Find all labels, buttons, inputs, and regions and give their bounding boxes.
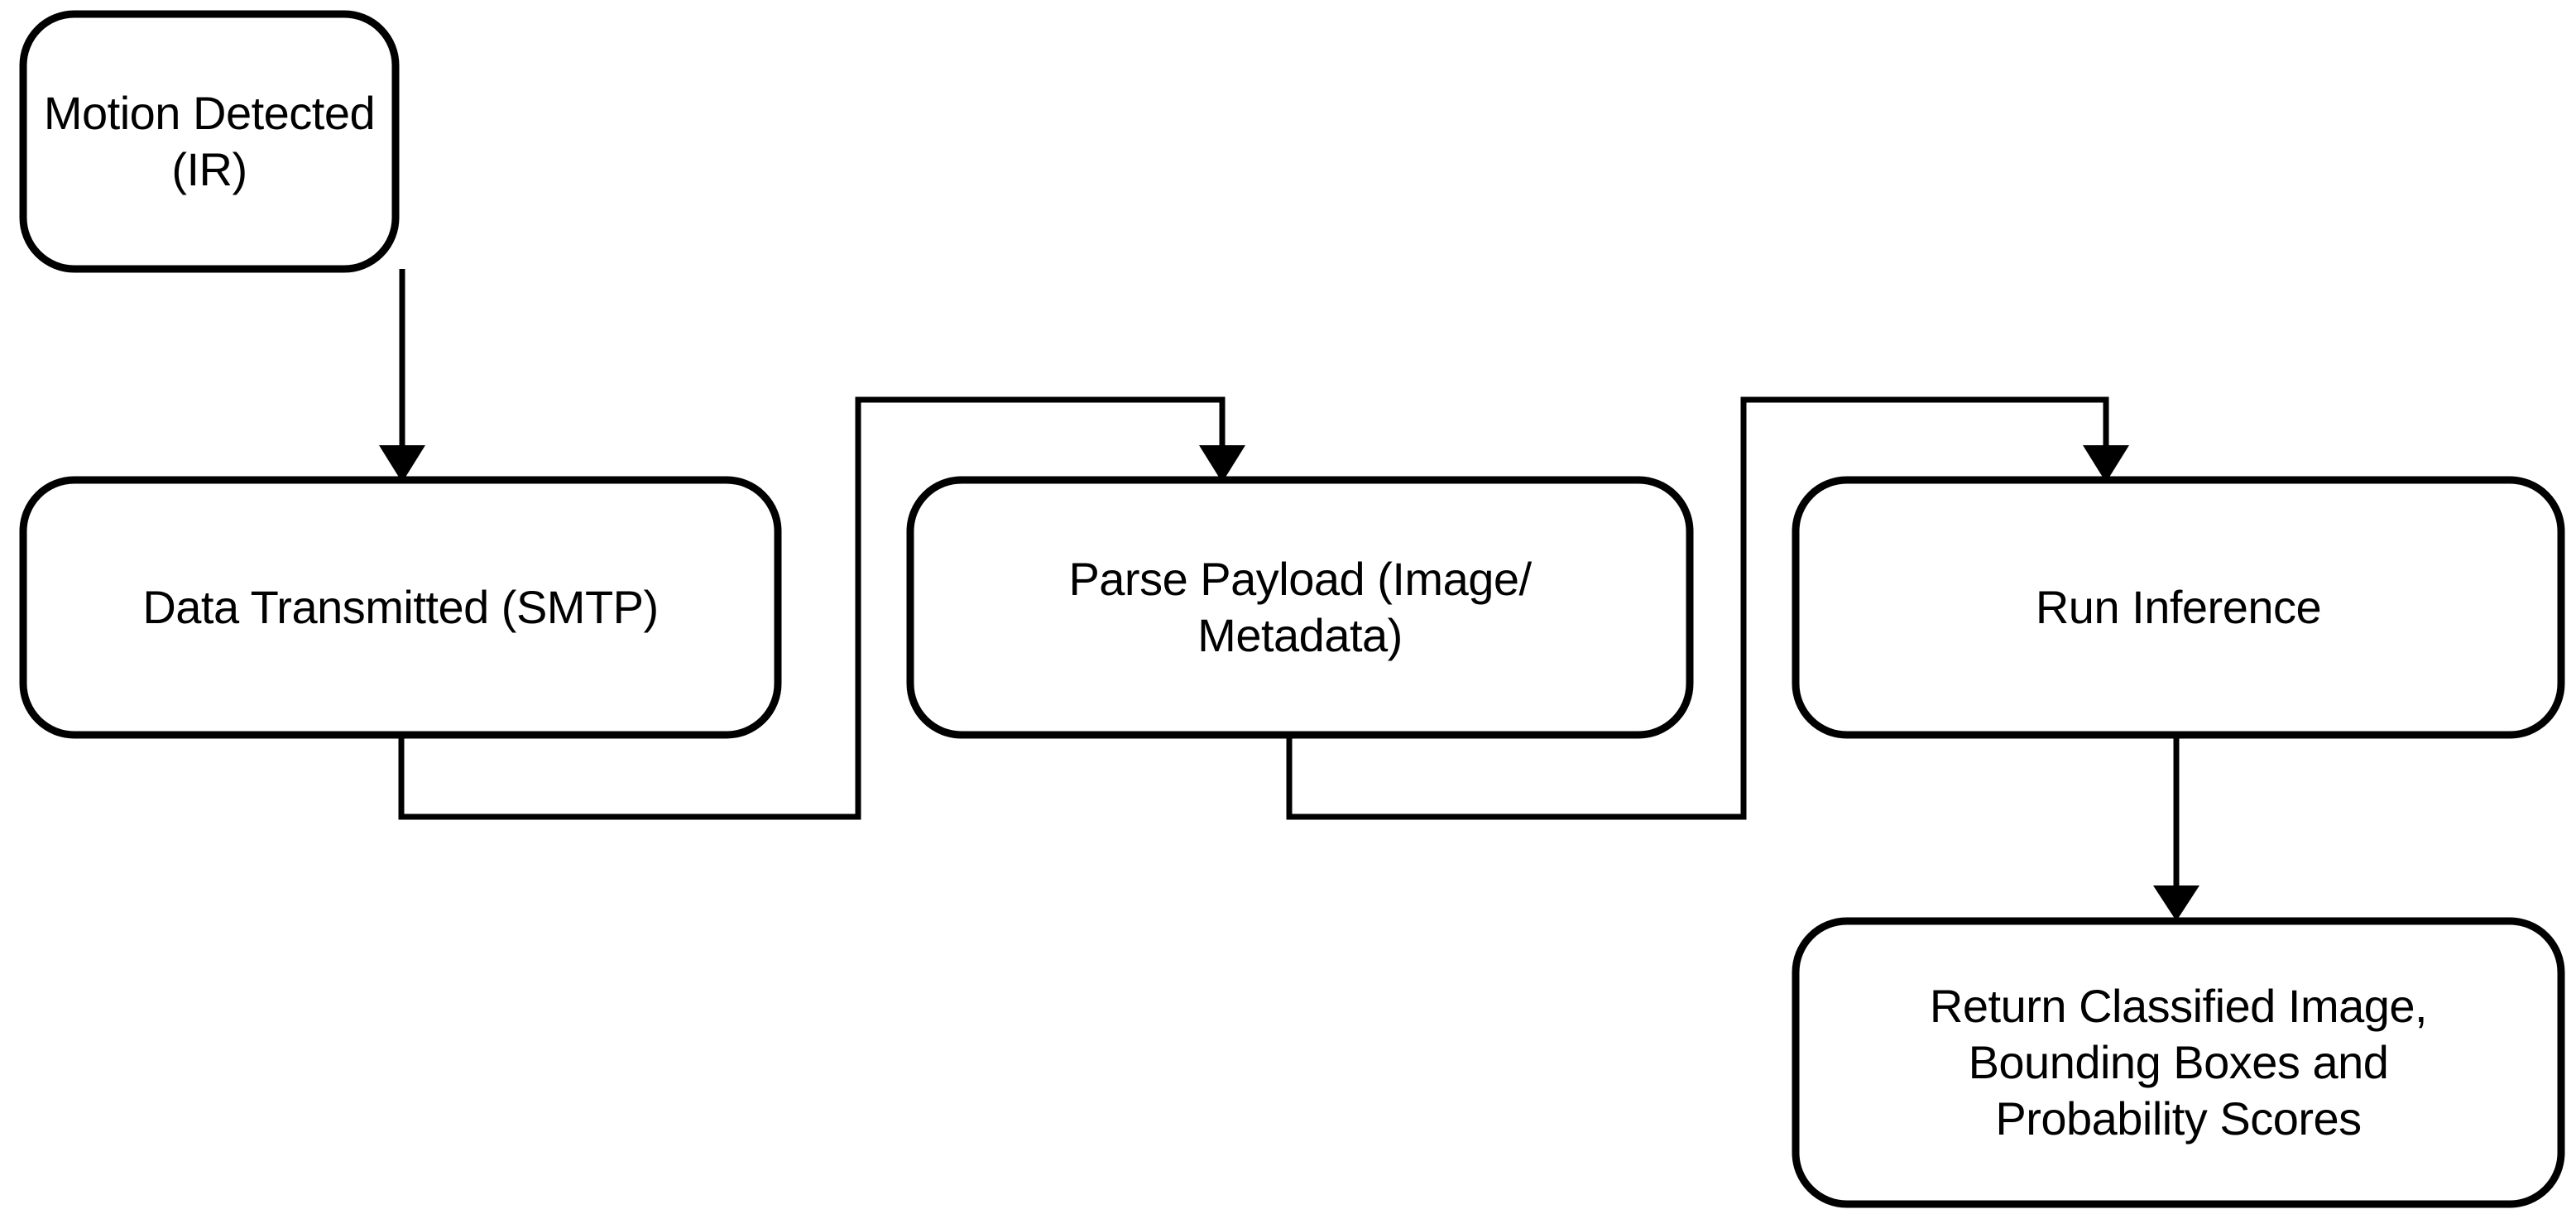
node-shape-motion-detected[interactable] <box>19 10 400 273</box>
node-shape-run-inference[interactable] <box>1792 476 2565 739</box>
node-shape-parse-payload[interactable] <box>906 476 1694 739</box>
arrowhead-motion-to-data <box>379 445 425 482</box>
connector-data-to-parse <box>398 396 1226 820</box>
connector-parse-to-inference <box>1286 396 2109 820</box>
arrowhead-inference-to-return <box>2153 885 2199 921</box>
arrowhead-data-to-parse <box>1199 445 1245 482</box>
arrowhead-parse-to-inference <box>2083 445 2129 482</box>
node-shape-return-classified[interactable] <box>1792 917 2565 1208</box>
node-shape-data-transmitted[interactable] <box>19 476 782 739</box>
